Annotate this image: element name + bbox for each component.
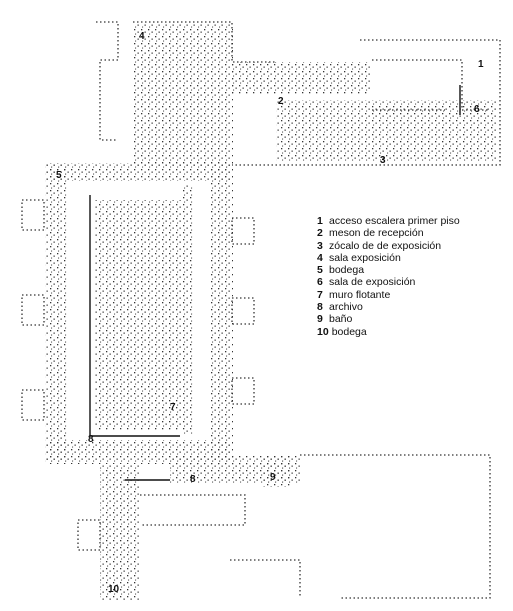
east-wing-upper — [232, 62, 372, 94]
floating-wall — [183, 185, 193, 435]
plan-number-4: 4 — [139, 31, 145, 42]
legend-label: sala de exposición — [329, 276, 416, 289]
legend-item: 4 sala exposición — [317, 252, 507, 264]
legend-number: 9 — [317, 313, 323, 326]
legend-label: muro flotante — [329, 288, 391, 301]
legend-number: 3 — [317, 239, 323, 252]
plan-number-6: 6 — [474, 104, 480, 115]
north-wing — [133, 24, 233, 166]
legend-label: archivo — [329, 301, 363, 314]
main-hall-north — [45, 163, 233, 181]
legend-label: bodega — [331, 325, 367, 338]
legend-number: 2 — [317, 227, 323, 240]
legend-label: bodega — [329, 264, 365, 277]
plan-number-5: 5 — [56, 170, 62, 181]
legend: 1 acceso escalera primer piso 2 meson de r… — [317, 215, 507, 338]
legend-item: 7 muro flotante — [317, 289, 507, 301]
plan-number-3: 3 — [380, 155, 386, 166]
legend-item: 1 acceso escalera primer piso — [317, 215, 507, 227]
legend-label: acceso escalera primer piso — [329, 215, 460, 227]
legend-number: 4 — [317, 251, 323, 264]
legend-number: 5 — [317, 264, 323, 277]
plan-number-1: 1 — [478, 59, 484, 70]
legend-label: meson de recepción — [329, 227, 424, 240]
legend-number: 6 — [317, 276, 323, 289]
plan-number-10: 10 — [108, 584, 120, 595]
legend-label: sala exposición — [329, 251, 401, 264]
plan-number-8b: 8 — [190, 474, 196, 485]
plan-number-2: 2 — [278, 96, 284, 107]
exhibition-field — [95, 200, 183, 430]
legend-item: 6 sala de exposición — [317, 276, 507, 288]
legend-label: zócalo de de exposición — [329, 239, 442, 252]
legend-number: 8 — [317, 301, 323, 314]
plan-number-7: 7 — [170, 402, 176, 413]
plan-number-9: 9 — [270, 472, 276, 483]
legend-number: 10 — [317, 325, 329, 338]
bathroom-block — [262, 455, 290, 487]
main-hall-west — [45, 163, 67, 463]
stippled-walls — [45, 24, 498, 600]
plan-number-8a: 8 — [88, 434, 94, 445]
east-wing-lower — [276, 100, 498, 162]
legend-number: 7 — [317, 288, 323, 301]
legend-item: 9 baño — [317, 313, 507, 325]
solid-walls — [89, 85, 461, 481]
main-hall-east — [210, 163, 233, 463]
legend-item: 8 archivo — [317, 301, 507, 313]
plan-numbers: 1 2 3 4 5 6 7 8 8 9 10 — [56, 31, 484, 595]
legend-label: baño — [329, 313, 353, 326]
legend-number: 1 — [317, 215, 323, 227]
south-wing — [100, 465, 140, 600]
legend-item: 5 bodega — [317, 264, 507, 276]
legend-item: 3 zócalo de de exposición — [317, 240, 507, 252]
legend-item: 2 meson de recepción — [317, 227, 507, 239]
